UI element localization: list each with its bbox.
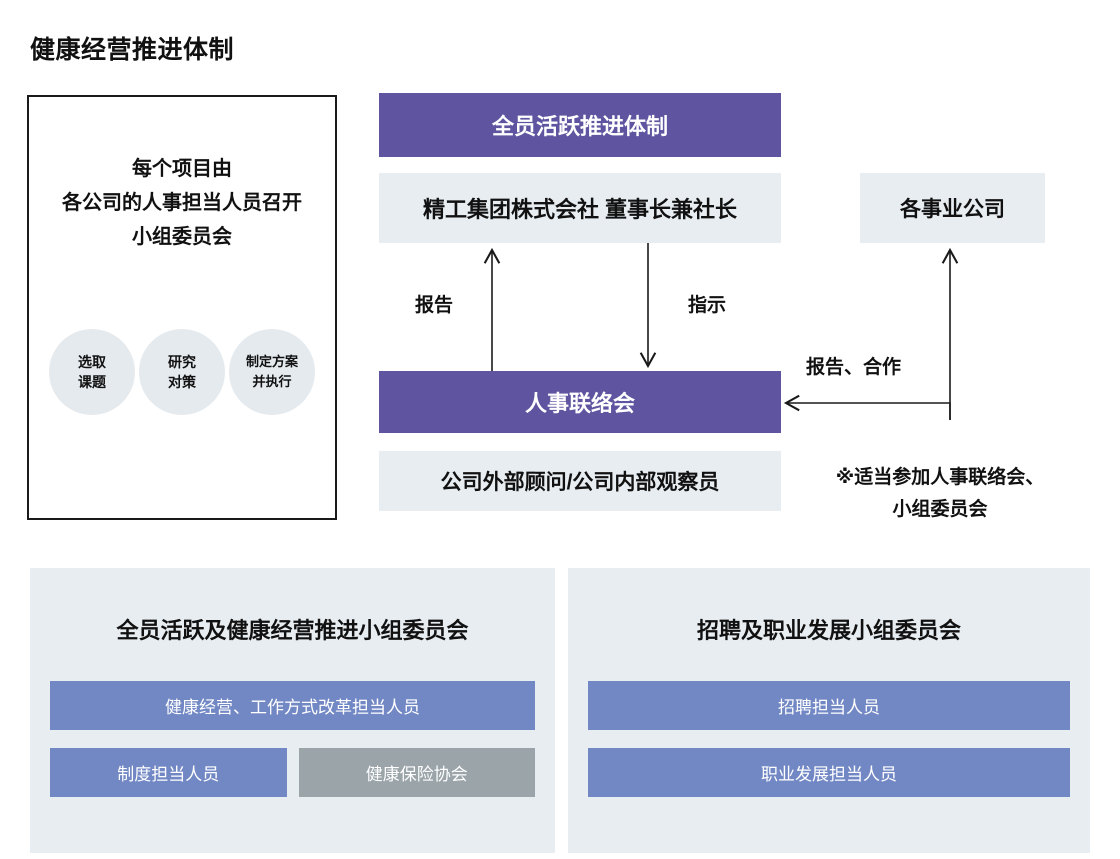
arrow-label-direction: 指示 — [688, 295, 727, 316]
heading-line-3: 小组委员会 — [132, 226, 232, 248]
process-step-1-line-1: 选取 — [78, 354, 106, 370]
arrow-report-cooperate — [783, 394, 951, 420]
committee-left-bar-2: 制度担当人员 — [50, 748, 287, 797]
flow-box-ceo: 精工集团株式会社 董事长兼社长 — [379, 173, 781, 243]
committee-panel-health-management: 全员活跃及健康经营推进小组委员会 健康经营、工作方式改革担当人员 制度担当人员 … — [30, 568, 555, 853]
committee-right-row-2: 职业发展担当人员 — [588, 748, 1070, 797]
flow-box-business-companies: 各事业公司 — [860, 173, 1045, 243]
process-step-circle-2: 研究 对策 — [139, 329, 225, 415]
subcommittee-process-heading: 每个项目由 各公司的人事担当人员召开 小组委员会 — [29, 152, 335, 254]
committee-left-title: 全员活跃及健康经营推进小组委员会 — [116, 618, 469, 643]
committee-left-row-2: 制度担当人员 健康保险协会 — [50, 748, 535, 797]
committee-left-bar-1: 健康经营、工作方式改革担当人员 — [50, 681, 535, 730]
participation-note-line-1: ※适当参加人事联络会、 — [835, 467, 1045, 488]
flow-banner-title: 全员活跃推进体制 — [379, 93, 781, 157]
committee-left-row-1: 健康经营、工作方式改革担当人员 — [50, 681, 535, 730]
process-step-circle-3: 制定方案 并执行 — [229, 329, 315, 415]
arrow-label-report-cooperate: 报告、合作 — [806, 357, 902, 378]
participation-note: ※适当参加人事联络会、 小组委员会 — [790, 462, 1090, 526]
heading-line-1: 每个项目由 — [132, 158, 232, 180]
flow-box-hr-liaison-meeting: 人事联络会 — [379, 371, 781, 433]
heading-line-2: 各公司的人事担当人员召开 — [62, 192, 302, 214]
process-step-2-line-1: 研究 — [168, 354, 196, 370]
process-step-1-line-2: 课题 — [78, 374, 106, 390]
process-step-2-line-2: 对策 — [168, 374, 196, 390]
committee-left-bar-3: 健康保险协会 — [298, 748, 535, 797]
page-title: 健康经营推进体制 — [30, 36, 235, 64]
committee-right-title: 招聘及职业发展小组委员会 — [696, 618, 961, 643]
committee-right-bar-2: 职业发展担当人员 — [588, 748, 1070, 797]
committee-right-bar-1: 招聘担当人员 — [588, 681, 1070, 730]
subcommittee-process-panel: 每个项目由 各公司的人事担当人员召开 小组委员会 选取 课题 研究 对策 制定方… — [27, 95, 337, 520]
committee-panel-recruitment-career: 招聘及职业发展小组委员会 招聘担当人员 职业发展担当人员 — [568, 568, 1090, 853]
process-step-circles: 选取 课题 研究 对策 制定方案 并执行 — [29, 329, 335, 415]
participation-note-line-2: 小组委员会 — [892, 499, 988, 520]
flow-box-advisors-observers: 公司外部顾问/公司内部观察员 — [379, 451, 781, 511]
process-step-3-line-2: 并执行 — [252, 374, 292, 389]
arrow-label-report: 报告 — [415, 295, 454, 316]
committee-right-row-1: 招聘担当人员 — [588, 681, 1070, 730]
process-step-circle-1: 选取 课题 — [49, 329, 135, 415]
process-step-3-line-1: 制定方案 — [245, 354, 298, 369]
